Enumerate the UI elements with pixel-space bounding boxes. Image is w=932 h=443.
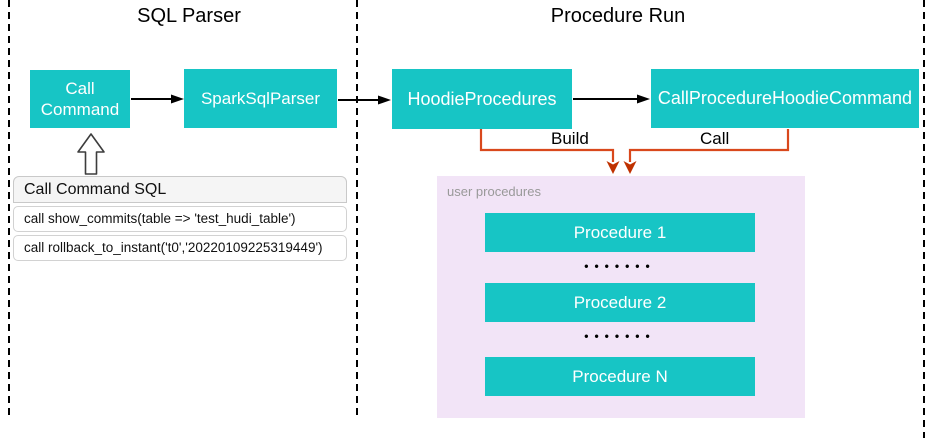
sql-query-row: call show_commits(table => 'test_hudi_ta… — [13, 206, 347, 232]
node-call-command: Call Command — [30, 70, 130, 128]
arrow-callcommand-to-sparksql — [131, 94, 184, 104]
sql-query-row: call rollback_to_instant('t0','202201092… — [13, 235, 347, 261]
sql-example-panel: Call Command SQL call show_commits(table… — [13, 176, 347, 261]
section-title-sql-parser: SQL Parser — [137, 5, 241, 27]
sql-panel-title: Call Command SQL — [13, 176, 347, 203]
dashed-divider-right — [923, 0, 925, 438]
edge-label-call: Call — [698, 129, 732, 149]
arrow-sparksql-to-hoodieprocedures — [338, 95, 391, 105]
ellipsis-dots: ••••••• — [584, 329, 656, 343]
arrow-hoodieprocedures-to-callprocedure — [573, 94, 650, 104]
edge-label-build: Build — [549, 129, 591, 149]
section-title-procedure-run: Procedure Run — [550, 5, 686, 27]
ellipsis-dots: ••••••• — [584, 259, 656, 273]
node-hoodie-procedures: HoodieProcedures — [392, 69, 572, 129]
dashed-divider-left — [8, 0, 10, 416]
node-spark-sql-parser: SparkSqlParser — [184, 69, 337, 128]
node-procedure-1: Procedure 1 — [485, 213, 755, 252]
user-procedures-label: user procedures — [447, 184, 541, 199]
up-arrow-icon — [77, 133, 105, 175]
node-call-procedure-hoodie-command: CallProcedureHoodieCommand — [651, 69, 919, 128]
node-procedure-n: Procedure N — [485, 357, 755, 396]
node-procedure-2: Procedure 2 — [485, 283, 755, 322]
dashed-divider-middle — [356, 0, 358, 416]
user-procedures-panel: user procedures Procedure 1 ••••••• Proc… — [437, 176, 805, 418]
